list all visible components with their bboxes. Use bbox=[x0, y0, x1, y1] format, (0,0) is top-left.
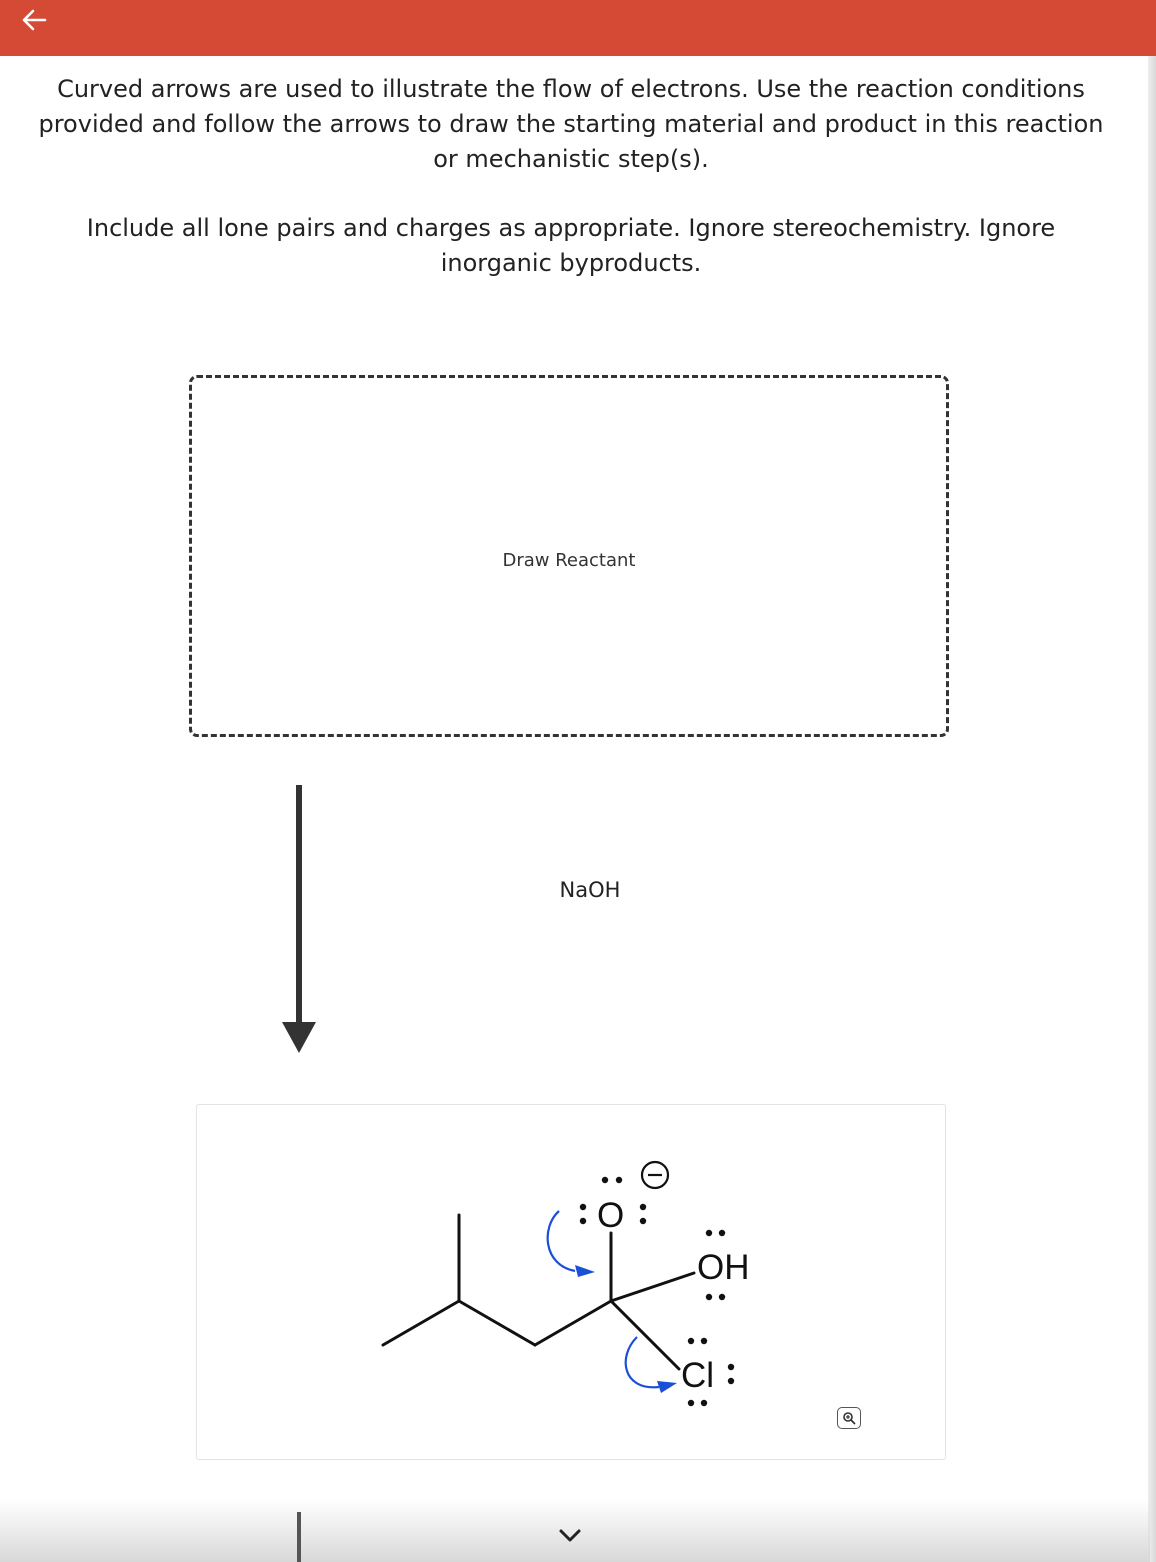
back-button[interactable] bbox=[14, 4, 54, 36]
next-reaction-arrow-stub bbox=[297, 1512, 301, 1562]
chlorine-lone-pairs bbox=[687, 1337, 735, 1407]
bond bbox=[457, 1299, 537, 1347]
reaction-arrow bbox=[282, 785, 316, 1053]
reagent-label: NaOH bbox=[559, 878, 621, 902]
draw-reactant-label: Draw Reactant bbox=[502, 550, 636, 571]
curved-arrow-oxygen bbox=[546, 1210, 595, 1277]
negative-charge-icon bbox=[640, 1160, 670, 1190]
bond bbox=[381, 1299, 461, 1347]
bond bbox=[609, 1299, 681, 1371]
instructions-paragraph-2: Include all lone pairs and charges as ap… bbox=[86, 214, 1056, 277]
arrow-left-icon bbox=[22, 9, 47, 31]
draw-reactant-box[interactable]: Draw Reactant bbox=[189, 375, 949, 737]
hydroxyl-group: OH bbox=[697, 1248, 750, 1287]
curved-arrow-chlorine bbox=[624, 1336, 677, 1393]
bond bbox=[609, 1271, 696, 1303]
oxygen-lone-pairs bbox=[579, 1176, 647, 1225]
zoom-button[interactable] bbox=[837, 1407, 861, 1429]
chevron-down-icon bbox=[559, 1529, 581, 1542]
product-molecule: O OH Cl bbox=[381, 1160, 750, 1407]
instructions-paragraph-1: Curved arrows are used to illustrate the… bbox=[38, 75, 1104, 173]
expand-button[interactable] bbox=[556, 1526, 584, 1546]
bottom-fade bbox=[0, 1500, 1150, 1562]
product-panel[interactable]: O OH Cl bbox=[196, 1104, 946, 1460]
bond bbox=[533, 1299, 613, 1347]
oxygen-atom: O bbox=[597, 1196, 624, 1235]
chlorine-atom: Cl bbox=[681, 1356, 714, 1395]
top-bar bbox=[0, 0, 1156, 56]
magnify-icon bbox=[843, 1412, 856, 1425]
hydroxyl-lone-pairs bbox=[705, 1229, 726, 1301]
scrollbar-track[interactable] bbox=[1148, 56, 1156, 1562]
